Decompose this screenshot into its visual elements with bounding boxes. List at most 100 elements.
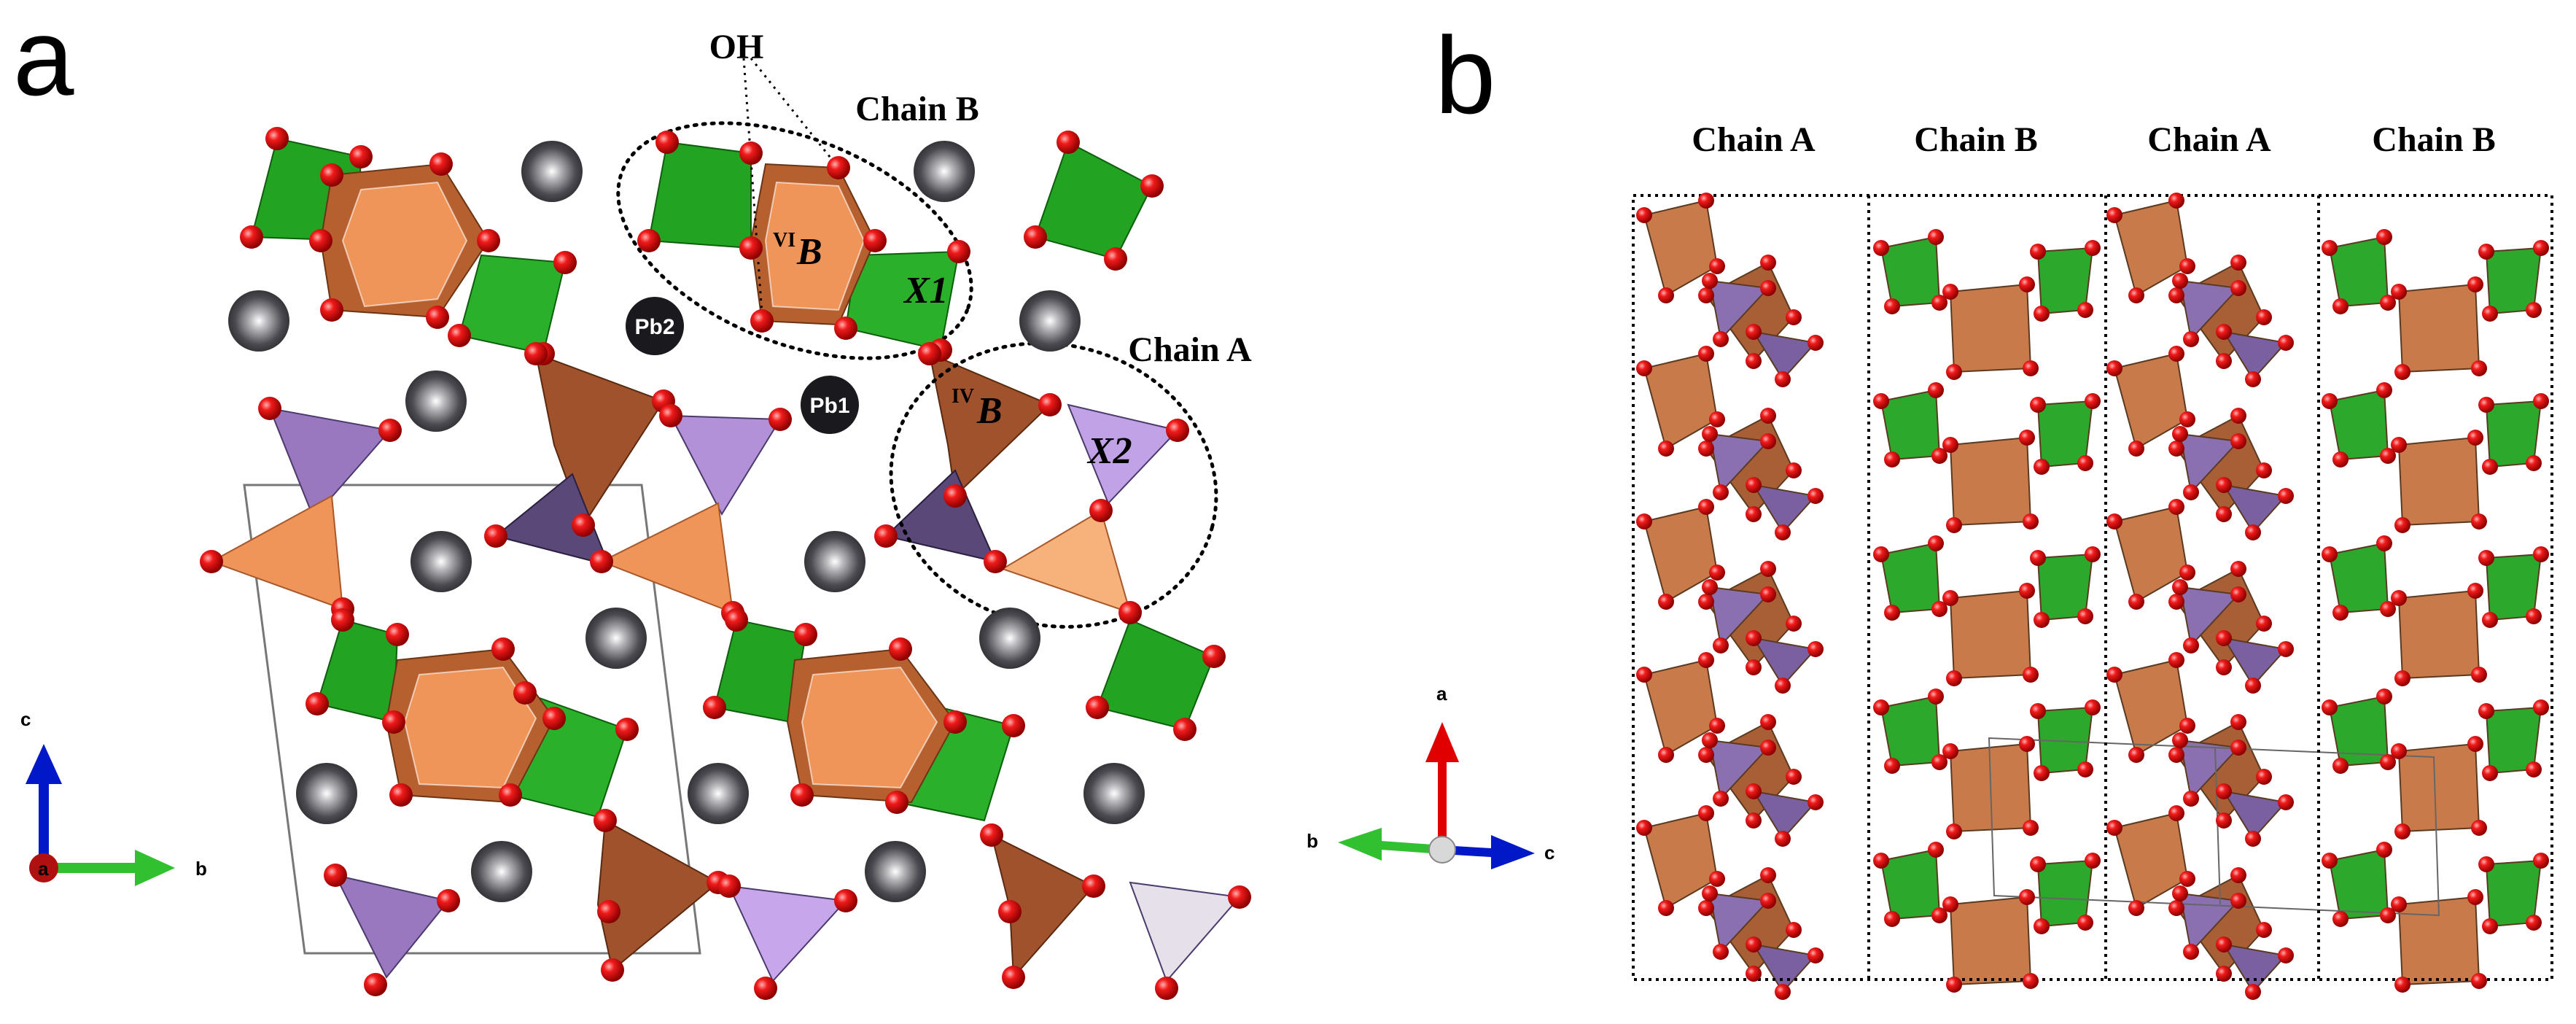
oxygen-atom — [2322, 393, 2338, 409]
oxygen-atom — [2168, 287, 2184, 303]
oxygen-atom — [2230, 408, 2246, 424]
oxygen-atom — [2183, 944, 2199, 960]
oxygen-atom — [1786, 922, 1802, 938]
axis-triad-b: a b c — [1307, 683, 1554, 869]
oxygen-atom — [2230, 740, 2246, 756]
oxygen-atom — [1873, 546, 1889, 562]
oxygen-atom — [2230, 280, 2246, 296]
oh-pointer-line — [750, 58, 840, 168]
oxygen-atom — [2322, 546, 2338, 562]
oxygen-atom — [1775, 984, 1791, 1000]
oxygen-atom — [1928, 842, 1944, 858]
polyhedron — [1708, 586, 1770, 648]
oxygen-atom — [524, 342, 548, 365]
oxygen-atom — [1713, 944, 1729, 960]
oxygen-atom — [2256, 922, 2272, 938]
oxygen-atom — [2245, 678, 2261, 694]
oxygen-atom — [1086, 696, 1109, 719]
oxygen-atom — [659, 404, 682, 427]
iv-b-label: IV B — [952, 385, 1003, 432]
oxygen-atom — [1698, 652, 1714, 668]
oxygen-atom — [2256, 462, 2272, 478]
oxygen-atom — [2526, 761, 2542, 777]
oxygen-atom — [1884, 451, 1900, 468]
oxygen-atom — [2467, 430, 2483, 446]
oxygen-atom — [2216, 477, 2232, 493]
oxygen-atom — [594, 809, 617, 832]
oxygen-atom — [542, 707, 566, 730]
oxygen-atom — [2023, 820, 2039, 836]
oxygen-atom — [1942, 590, 1958, 606]
polyhedron — [1880, 236, 1941, 308]
polyhedron — [2179, 433, 2241, 494]
oxygen-atom — [2034, 765, 2050, 781]
oxygen-atom — [1746, 630, 1762, 646]
pb2-label: Pb2 — [634, 315, 674, 339]
polyhedron — [1880, 695, 1941, 767]
oxygen-atom — [1775, 831, 1791, 847]
axis-label-a: a — [1436, 683, 1447, 705]
polyhedron — [2179, 586, 2241, 648]
orange-tetrahedra — [209, 494, 1132, 614]
oxygen-atom — [1946, 977, 1962, 993]
oxygen-atom — [590, 550, 613, 573]
oxygen-atom — [863, 229, 887, 252]
oxygen-atom — [1636, 207, 1652, 223]
oxygen-atom — [2172, 885, 2188, 901]
oxygen-atom — [2278, 335, 2294, 351]
unit-cell-outline-a — [243, 484, 701, 955]
oxygen-atom — [1760, 893, 1776, 909]
oxygen-atom — [984, 550, 1007, 573]
oxygen-atom — [1775, 371, 1791, 387]
column-header-4: Chain B — [2372, 120, 2495, 159]
oxygen-atom — [1942, 896, 1958, 912]
polyhedron — [2179, 739, 2241, 801]
oxygen-atom — [1002, 714, 1025, 737]
oxygen-atom — [386, 623, 409, 646]
oxygen-atom — [2168, 652, 2184, 668]
polyhedron — [2179, 892, 2241, 954]
oxygen-atom — [1698, 193, 1714, 209]
oxygen-atom — [1038, 393, 1062, 416]
oxygen-atom — [2467, 583, 2483, 599]
oxygen-atom — [1946, 517, 1962, 533]
polyhedron — [2179, 279, 2241, 341]
polyhedron — [2222, 484, 2287, 534]
oxygen-atom — [2482, 765, 2498, 781]
oxygen-atom — [1946, 364, 1962, 380]
oxygen-atom — [889, 637, 912, 661]
oxygen-atom — [1928, 535, 1944, 551]
oxygen-atom — [2183, 331, 2199, 347]
oxygen-atom — [1166, 419, 1189, 442]
oxygen-atom — [2168, 499, 2184, 515]
oxygen-atom — [1808, 947, 1824, 963]
polyhedron — [2328, 236, 2389, 308]
polyhedron — [2222, 790, 2287, 840]
oxygen-atom — [2332, 758, 2349, 774]
oxygen-atom — [1002, 966, 1025, 989]
oxygen-atom — [1786, 462, 1802, 478]
oxygen-atom — [2230, 433, 2246, 449]
oxygen-atom — [754, 977, 777, 1000]
oxygen-atom — [1884, 298, 1900, 314]
oxygen-atom — [2216, 783, 2232, 799]
oxygen-atom — [2077, 915, 2093, 931]
svg-text:B: B — [796, 231, 822, 273]
polyhedron — [2328, 542, 2389, 614]
oxygen-atom — [1760, 280, 1776, 296]
oxygen-atom — [1636, 820, 1652, 836]
panel-b-polyhedra — [1643, 199, 2542, 993]
oxygen-atom — [1746, 506, 1762, 522]
oxygen-atom — [998, 900, 1022, 923]
svg-text:VI: VI — [773, 229, 795, 252]
oxygen-atom — [320, 163, 343, 187]
oxygen-atom — [2168, 346, 2184, 362]
oxygen-atom — [2216, 353, 2232, 369]
oxygen-atom — [703, 696, 726, 719]
oxygen-atom — [2533, 853, 2549, 869]
polyhedron — [1708, 892, 1770, 954]
oxygen-atom — [2391, 437, 2407, 453]
polyhedron — [1751, 330, 1817, 381]
polyhedron — [1751, 637, 1817, 687]
axis-label-b-panel-b: b — [1307, 830, 1318, 852]
